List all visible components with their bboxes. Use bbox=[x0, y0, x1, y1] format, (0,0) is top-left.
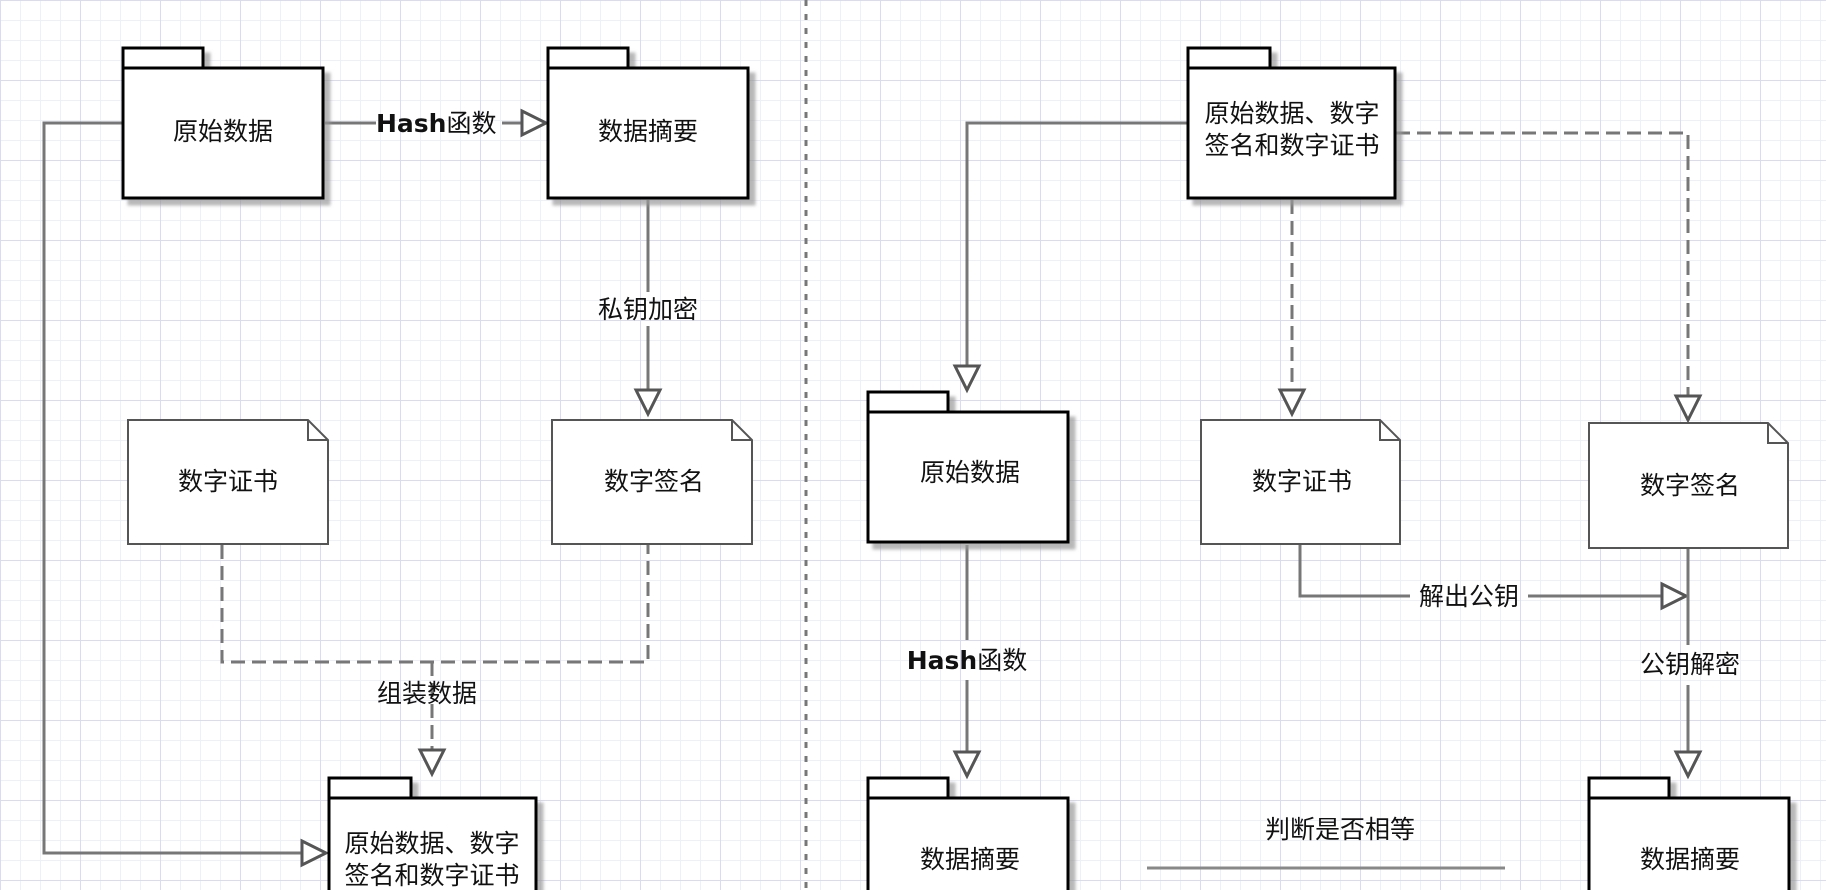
arrowhead-orig-bundle bbox=[300, 838, 330, 868]
left-bundle-label-line2: 签名和数字证书 bbox=[344, 861, 519, 890]
arrowhead-bundle-signature bbox=[1673, 394, 1703, 424]
arrowhead-assemble bbox=[417, 748, 447, 778]
left-cert-node: 数字证书 bbox=[127, 419, 329, 545]
right-cert-node: 数字证书 bbox=[1200, 419, 1401, 545]
edge-extract bbox=[1298, 545, 1410, 598]
right-hash-label: Hash函数 bbox=[907, 646, 1028, 675]
left-orig-data-node: 原始数据 bbox=[121, 46, 325, 200]
right-digest-right-node: 数据摘要 bbox=[1587, 776, 1791, 890]
left-edges bbox=[42, 108, 663, 868]
arrowhead-bundle-orig bbox=[952, 364, 982, 394]
edge-assemble bbox=[220, 545, 650, 664]
arrowhead-extract bbox=[1660, 581, 1690, 611]
right-signature-node: 数字签名 bbox=[1588, 422, 1789, 549]
left-encrypt-label: 私钥加密 bbox=[598, 295, 698, 324]
right-signature-label: 数字签名 bbox=[1640, 471, 1740, 500]
right-digest-left-node: 数据摘要 bbox=[866, 776, 1070, 890]
edge-bundle-to-signature bbox=[1396, 131, 1690, 396]
right-bundle-label-line2: 签名和数字证书 bbox=[1204, 131, 1379, 160]
left-hash-label-bold: Hash bbox=[376, 109, 446, 138]
left-digest-node: 数据摘要 bbox=[546, 46, 750, 200]
right-extract-label: 解出公钥 bbox=[1419, 582, 1519, 611]
arrowhead-bundle-cert bbox=[1277, 388, 1307, 418]
left-orig-data-label: 原始数据 bbox=[173, 117, 273, 146]
left-digest-label: 数据摘要 bbox=[598, 117, 698, 146]
left-signature-label: 数字签名 bbox=[604, 467, 704, 496]
left-hash-label: Hash函数 bbox=[376, 109, 497, 138]
arrowhead-decrypt bbox=[1673, 750, 1703, 780]
right-bundle-node: 原始数据、数字 签名和数字证书 bbox=[1186, 46, 1397, 200]
right-compare-label: 判断是否相等 bbox=[1265, 815, 1415, 844]
arrowhead-right-hash bbox=[952, 750, 982, 780]
right-orig-data-label: 原始数据 bbox=[920, 458, 1020, 487]
right-bundle-label-line1: 原始数据、数字 bbox=[1204, 99, 1379, 128]
right-hash-label-rest: 函数 bbox=[977, 646, 1027, 675]
right-digest-right-label: 数据摘要 bbox=[1640, 845, 1740, 874]
left-hash-label-rest: 函数 bbox=[446, 109, 496, 138]
right-edges bbox=[952, 121, 1703, 870]
left-assemble-label: 组装数据 bbox=[377, 679, 477, 708]
edge-orig-to-bundle bbox=[42, 121, 302, 855]
right-decrypt-label: 公钥解密 bbox=[1640, 650, 1740, 679]
left-bundle-node: 原始数据、数字 签名和数字证书 bbox=[327, 776, 538, 890]
right-orig-data-node: 原始数据 bbox=[866, 390, 1070, 544]
arrowhead-encrypt bbox=[633, 388, 663, 418]
right-hash-label-bold: Hash bbox=[907, 646, 977, 675]
left-signature-node: 数字签名 bbox=[551, 419, 753, 545]
arrowhead-hash bbox=[520, 108, 550, 138]
edge-bundle-to-orig bbox=[965, 121, 1188, 366]
left-cert-label: 数字证书 bbox=[178, 467, 278, 496]
right-digest-left-label: 数据摘要 bbox=[920, 845, 1020, 874]
left-bundle-label-line1: 原始数据、数字 bbox=[344, 829, 519, 858]
right-cert-label: 数字证书 bbox=[1252, 467, 1352, 496]
